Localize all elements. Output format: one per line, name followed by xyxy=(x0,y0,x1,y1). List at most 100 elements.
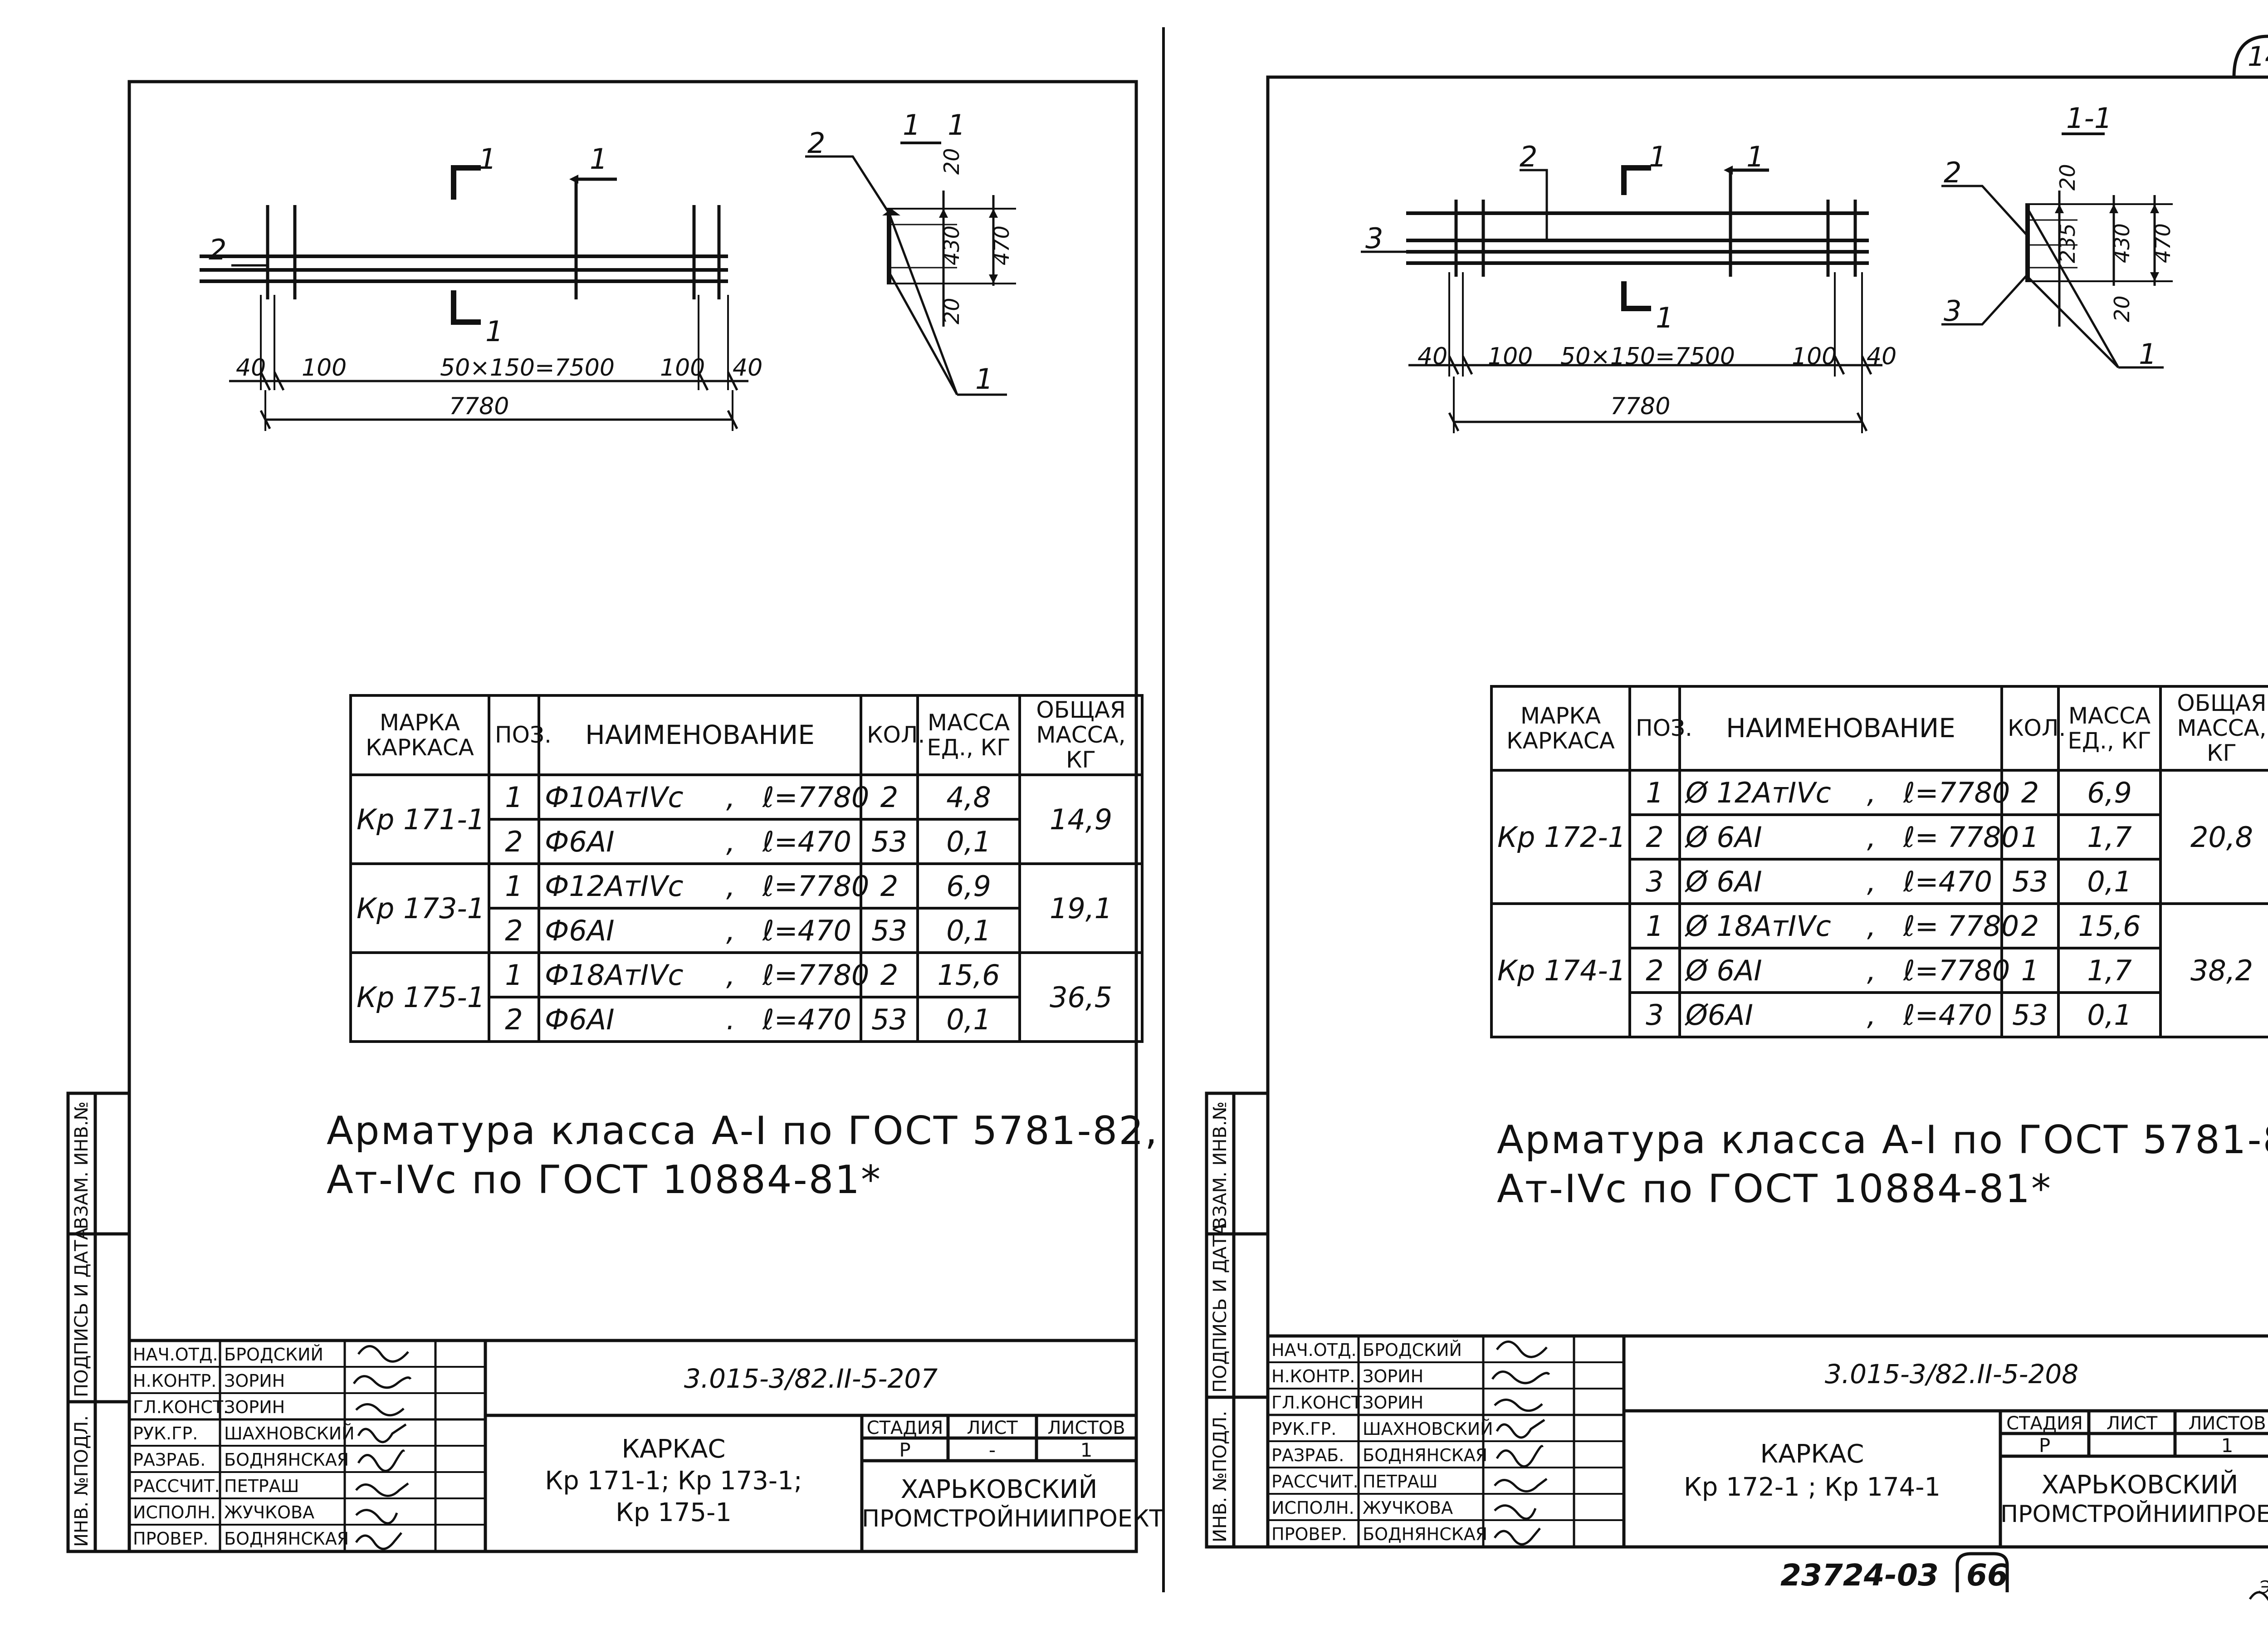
dim-right-end: 40 xyxy=(1867,343,1897,370)
title-block-role: НАЧ.ОТД. xyxy=(1271,1340,1357,1360)
cell-name-sep: , xyxy=(726,914,735,947)
section-pos-label-2: 2 xyxy=(807,127,826,160)
cell-pos: 1 xyxy=(488,773,540,821)
cell-pos: 1 xyxy=(1628,902,1681,949)
cell-qty: 2 xyxy=(2000,902,2060,949)
cell-total-mass: 20,8 xyxy=(2159,769,2268,905)
cell-length: ℓ=7780 xyxy=(763,958,870,992)
table-row: Кр 173-1 1 Ф12АтIVс,ℓ=7780 2 6,9 19,1 xyxy=(349,862,1144,954)
cell-length: ℓ=470 xyxy=(763,825,851,858)
stage-label: СТАДИЯ xyxy=(2006,1413,2083,1434)
org-line-1: ХАРЬКОВСКИЙ xyxy=(900,1475,1098,1504)
stamp-inv-no: ИНВ. №ПОДЛ. xyxy=(1210,1410,1231,1542)
stamp-inv-no: ИНВ. №ПОДЛ. xyxy=(71,1415,92,1547)
stamp-replaced-inv: ВЗАМ. ИНВ.№ xyxy=(71,1101,92,1229)
table-row: 3 Ø6АI,ℓ=470 53 0,1 xyxy=(1491,991,2268,1038)
title-block-person: ЖУЧКОВА xyxy=(1363,1498,1453,1518)
cell-name-text: Ф6АI xyxy=(545,1003,615,1036)
cell-total-mass: 38,2 xyxy=(2159,902,2268,1038)
cell-name-sep: , xyxy=(1867,865,1876,898)
title-block-role: Н.КОНТР. xyxy=(1271,1366,1355,1386)
sheets-label: ЛИСТОВ xyxy=(2188,1413,2266,1434)
cell-length: ℓ=470 xyxy=(1903,998,1992,1032)
title-line-1: КАРКАС xyxy=(621,1434,726,1464)
drawing-sheet-right: 144 2 3 1 1 1 40 100 50×150=7500 100 40 … xyxy=(1170,0,2268,1639)
section-mark-top: 1 xyxy=(1649,140,1667,173)
th-unit-mass: МАССА ЕД., КГ xyxy=(916,694,1021,776)
title-block-person: ПЕТРАШ xyxy=(1363,1472,1438,1492)
reinforcement-note: Арматура класса А-I по ГОСТ 5781-82, Ат-… xyxy=(1497,1116,2268,1213)
section-mark-top-2: 1 xyxy=(590,142,608,176)
dim-right-step: 100 xyxy=(1792,343,1837,370)
cell-pos: 2 xyxy=(488,907,540,954)
title-block-person: ЗОРИН xyxy=(1363,1393,1424,1413)
cell-unit-mass: 1,7 xyxy=(2057,947,2162,994)
cell-length: ℓ= 7780 xyxy=(1903,909,2019,943)
title-block-person: ШАХНОВСКИЙ xyxy=(1363,1419,1493,1439)
title-block-person: БОДНЯНСКАЯ xyxy=(224,1529,349,1549)
cell-name-text: Ф10АтIVс xyxy=(545,780,684,814)
title-block-person: БОДНЯНСКАЯ xyxy=(1363,1445,1488,1465)
cell-pos: 2 xyxy=(1628,947,1681,994)
drawing-code: 3.015-3/82.II-5-208 xyxy=(1824,1359,2079,1389)
dim-middle: 50×150=7500 xyxy=(1560,343,1735,370)
title-line-3: Кр 175-1 xyxy=(616,1498,732,1527)
table-row: 2 Ф6АI.ℓ=470 53 0,1 xyxy=(351,996,1142,1043)
cell-pos: 1 xyxy=(488,951,540,998)
th-total-mass: ОБЩАЯ МАССА, КГ xyxy=(1018,694,1144,776)
title-block-person: ЖУЧКОВА xyxy=(224,1502,315,1522)
section-label: 1-1 xyxy=(2066,102,2112,135)
cell-name: Ø 18АтIVс,ℓ= 7780 xyxy=(1678,902,2019,949)
cell-name: Ø 6АI,ℓ=470 xyxy=(1678,858,2003,905)
cell-name-sep: , xyxy=(1867,954,1876,987)
sheets-value: 1 xyxy=(1080,1439,1093,1461)
cell-mark: Кр 171-1 xyxy=(349,773,490,865)
cell-unit-mass: 6,9 xyxy=(2057,769,2162,816)
cell-pos: 1 xyxy=(1628,769,1681,816)
dim-left-step: 100 xyxy=(1488,343,1533,370)
section-mark-bottom: 1 xyxy=(485,315,503,348)
note-line-1: Арматура класса А-I по ГОСТ 5781-82, xyxy=(1497,1117,2268,1163)
section-pos-label-3: 3 xyxy=(1944,294,1962,328)
cell-qty: 1 xyxy=(2000,947,2060,994)
reinforcement-note: Арматура класса А-I по ГОСТ 5781-82, Ат-… xyxy=(327,1107,1158,1204)
cell-unit-mass: 4,8 xyxy=(916,773,1021,821)
cell-mark: Кр 172-1 xyxy=(1490,769,1631,905)
section-dim-top: 20 xyxy=(2055,164,2080,191)
th-name: НАИМЕНОВАНИЕ xyxy=(538,694,862,776)
title-block-role: ИСПОЛН. xyxy=(1271,1498,1354,1518)
title-block-role: Н.КОНТР. xyxy=(133,1371,217,1391)
cell-qty: 53 xyxy=(860,996,919,1043)
cell-qty: 53 xyxy=(860,907,919,954)
org-line-2: ПРОМСТРОЙНИИПРОЕКТ xyxy=(862,1505,1164,1533)
cell-name-text: Ø 12АтIVс xyxy=(1686,776,1831,809)
section-mark-top: 1 xyxy=(479,142,497,176)
th-total-mass: ОБЩАЯ МАССА, КГ xyxy=(2159,685,2268,772)
sheet-divider xyxy=(1162,27,1165,1592)
bar-pos-label-3: 3 xyxy=(1365,222,1383,255)
dim-right-end: 40 xyxy=(733,354,763,382)
cell-pos: 3 xyxy=(1628,858,1681,905)
cell-name: Ф6АI,ℓ=470 xyxy=(538,907,862,954)
section-dim-inner: 235 xyxy=(2055,223,2080,263)
cell-unit-mass: 0,1 xyxy=(2057,991,2162,1038)
cell-length: ℓ= 7780 xyxy=(1903,820,2019,854)
table-row: Кр 172-1 1 Ø 12АтIVс,ℓ=7780 2 6,9 20,8 xyxy=(1490,769,2268,905)
sheets-value: 1 xyxy=(2221,1434,2234,1457)
title-block-person: БРОДСКИЙ xyxy=(1363,1340,1462,1360)
cell-name-sep: , xyxy=(1867,909,1876,943)
cell-name-text: Ø 6АI xyxy=(1686,954,1762,987)
cell-qty: 2 xyxy=(860,951,919,998)
section-mark-top-2: 1 xyxy=(1746,140,1765,173)
drawing-title: КАРКАС Кр 171-1; Кр 173-1; Кр 175-1 xyxy=(485,1434,862,1529)
title-block-person: ПЕТРАШ xyxy=(224,1476,299,1496)
cell-qty: 2 xyxy=(2000,769,2060,816)
section-mark-bottom: 1 xyxy=(1656,301,1674,334)
cell-length: ℓ=7780 xyxy=(1903,954,2010,987)
title-block-role: ГЛ.КОНСТ. xyxy=(1271,1393,1368,1413)
dim-left-end: 40 xyxy=(236,354,266,382)
title-block-person: БОДНЯНСКАЯ xyxy=(224,1450,349,1470)
dim-left-step: 100 xyxy=(302,354,347,382)
stamp-signature-date: ПОДПИСЬ И ДАТА xyxy=(71,1228,92,1397)
cell-unit-mass: 15,6 xyxy=(2057,902,2162,949)
